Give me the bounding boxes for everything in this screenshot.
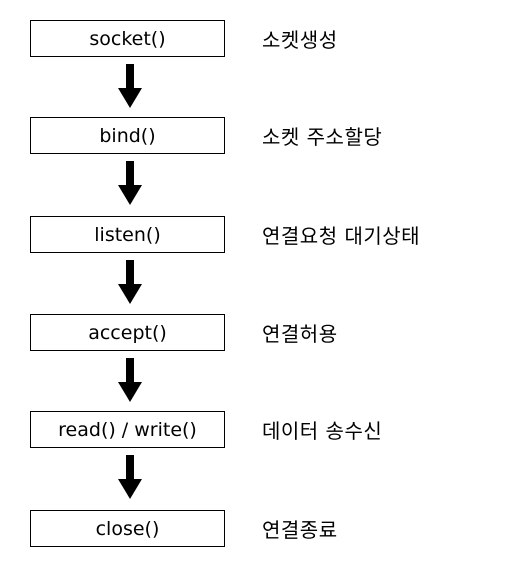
step-description: 연결요청 대기상태 [262,224,421,248]
step-box-listen: listen() [30,216,225,253]
step-call-label: bind() [99,124,156,147]
step-call-label: close() [95,517,160,540]
step-description: 연결종료 [262,518,338,542]
step-call-label: accept() [88,321,167,344]
step-call-label: read() / write() [58,418,197,441]
step-description: 데이터 송수신 [262,419,383,443]
step-call-label: socket() [89,27,166,50]
step-description: 소켓생성 [262,28,338,52]
step-description: 소켓 주소할당 [262,125,383,149]
arrow-down-icon [118,161,142,205]
step-box-close: close() [30,510,225,547]
step-box-bind: bind() [30,117,225,154]
step-call-label: listen() [94,223,161,246]
step-box-socket: socket() [30,20,225,57]
arrow-down-icon [118,358,142,402]
step-box-read-write: read() / write() [30,411,225,448]
arrow-down-icon [118,260,142,304]
step-description: 연결허용 [262,322,338,346]
step-box-accept: accept() [30,314,225,351]
arrow-down-icon [118,64,142,108]
arrow-down-icon [118,455,142,499]
